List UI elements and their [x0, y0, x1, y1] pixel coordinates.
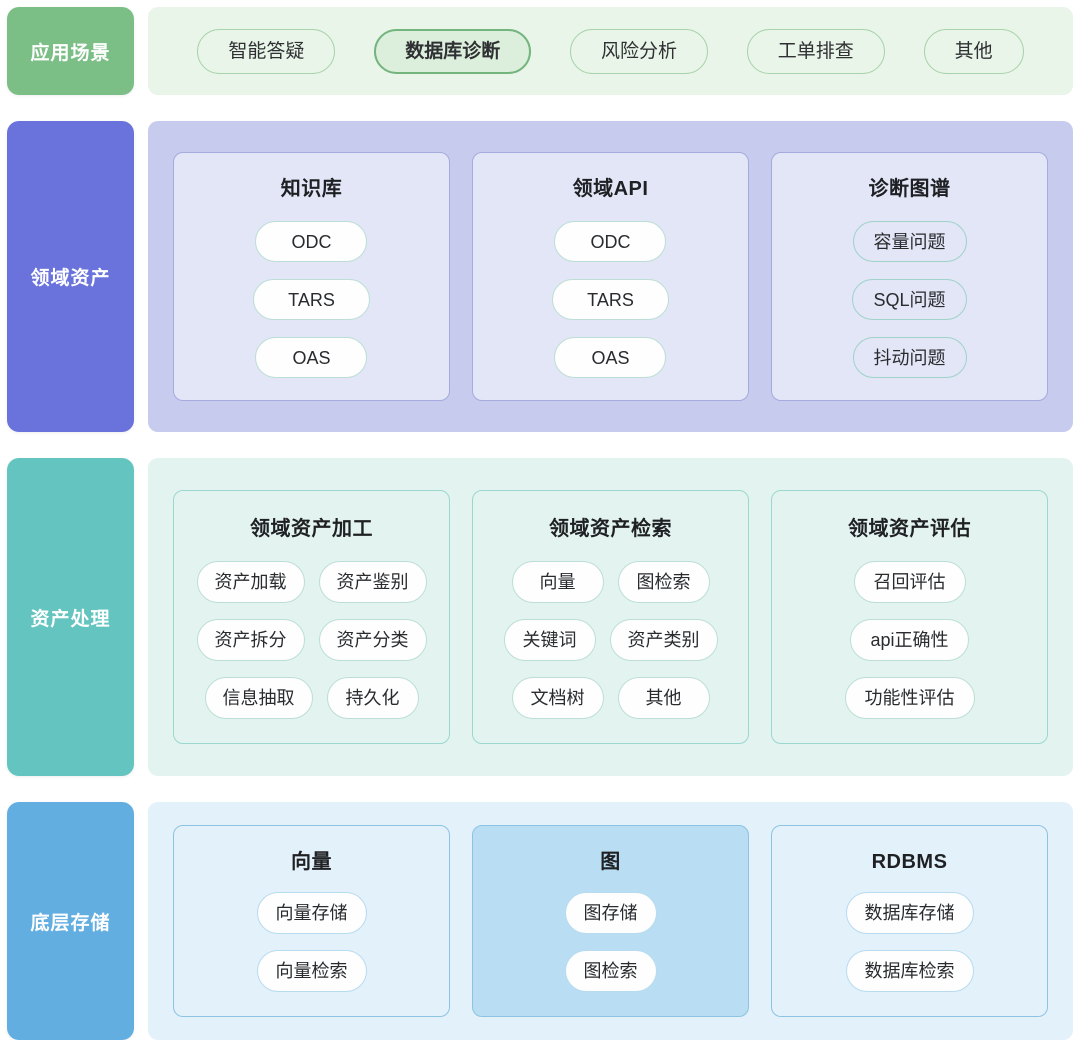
card-title-graph: 图 [600, 851, 621, 873]
pill-keyword[interactable]: 关键词 [503, 619, 596, 661]
pill-asset-load[interactable]: 资产加载 [196, 561, 305, 603]
domain-assets-card-grid: 知识库 ODC TARS OAS 领域API ODC TARS OAS [148, 152, 1073, 401]
pill-group-rdbms: 数据库存储 数据库检索 [845, 892, 974, 992]
card-title-domain-api: 领域API [572, 178, 649, 200]
pill-other[interactable]: 其他 [617, 677, 710, 719]
pill-vector[interactable]: 向量 [511, 561, 604, 603]
scenario-pill-other[interactable]: 其他 [923, 28, 1024, 74]
asset-processing-band: 领域资产加工 资产加载 资产鉴别 资产拆分 资产分类 信息抽取 持久化 领域资产… [148, 458, 1073, 776]
underlying-storage-card-grid: 向量 向量存储 向量检索 图 图存储 图检索 RDBMS [148, 825, 1073, 1017]
scenario-pill-database-diagnosis[interactable]: 数据库诊断 [374, 28, 532, 74]
pill-database-search[interactable]: 数据库检索 [845, 950, 974, 992]
card-knowledge-base: 知识库 ODC TARS OAS [173, 152, 450, 401]
pill-database-store[interactable]: 数据库存储 [845, 892, 974, 934]
row-application-scenarios: 应用场景 智能答疑 数据库诊断 风险分析 工单排查 其他 [7, 7, 1073, 95]
pill-asset-category[interactable]: 资产类别 [609, 619, 718, 661]
pill-graph-search[interactable]: 图检索 [564, 950, 657, 992]
pill-document-tree[interactable]: 文档树 [511, 677, 604, 719]
card-title-asset-retrieval: 领域资产检索 [549, 518, 672, 540]
pill-oas[interactable]: OAS [255, 337, 368, 378]
pill-odc[interactable]: ODC [255, 221, 368, 262]
card-title-diagnosis-graph: 诊断图谱 [868, 178, 951, 200]
card-rdbms-storage: RDBMS 数据库存储 数据库检索 [771, 825, 1048, 1017]
card-title-vector: 向量 [291, 851, 332, 873]
card-title-rdbms: RDBMS [871, 851, 948, 873]
card-title-asset-production: 领域资产加工 [250, 518, 373, 540]
row-asset-processing: 资产处理 领域资产加工 资产加载 资产鉴别 资产拆分 资产分类 信息抽取 持久化… [7, 458, 1073, 776]
pill-jitter-issue[interactable]: 抖动问题 [852, 337, 967, 378]
row-label-application-scenarios: 应用场景 [7, 7, 134, 95]
pill-tars[interactable]: TARS [552, 279, 669, 320]
scenario-pill-bar: 智能答疑 数据库诊断 风险分析 工单排查 其他 [148, 7, 1073, 95]
pill-group-asset-production: 资产加载 资产鉴别 资产拆分 资产分类 信息抽取 持久化 [193, 561, 430, 719]
pill-info-extract[interactable]: 信息抽取 [204, 677, 313, 719]
pill-sql-issue[interactable]: SQL问题 [852, 279, 967, 320]
scenario-pill-ticket-triage[interactable]: 工单排查 [746, 28, 885, 74]
pill-group-vector: 向量存储 向量检索 [256, 892, 367, 992]
asset-processing-card-grid: 领域资产加工 资产加载 资产鉴别 资产拆分 资产分类 信息抽取 持久化 领域资产… [148, 490, 1073, 744]
pill-group-asset-retrieval: 向量 图检索 关键词 资产类别 文档树 其他 [492, 561, 729, 719]
pill-asset-classify[interactable]: 资产分类 [318, 619, 427, 661]
pill-vector-search[interactable]: 向量检索 [256, 950, 367, 992]
row-label-underlying-storage: 底层存储 [7, 802, 134, 1040]
card-graph-storage: 图 图存储 图检索 [472, 825, 749, 1017]
pill-asset-identify[interactable]: 资产鉴别 [318, 561, 427, 603]
pill-recall-evaluation[interactable]: 召回评估 [853, 561, 966, 603]
pill-group-domain-api: ODC TARS OAS [552, 221, 669, 378]
row-domain-assets: 领域资产 知识库 ODC TARS OAS 领域API ODC TARS [7, 121, 1073, 432]
card-title-asset-evaluation: 领域资产评估 [848, 518, 971, 540]
domain-assets-band: 知识库 ODC TARS OAS 领域API ODC TARS OAS [148, 121, 1073, 432]
pill-group-knowledge-base: ODC TARS OAS [253, 221, 370, 378]
scenario-pill-risk-analysis[interactable]: 风险分析 [569, 28, 708, 74]
card-vector-storage: 向量 向量存储 向量检索 [173, 825, 450, 1017]
pill-api-correctness[interactable]: api正确性 [850, 619, 969, 661]
row-underlying-storage: 底层存储 向量 向量存储 向量检索 图 图存储 图检索 [7, 802, 1073, 1040]
underlying-storage-band: 向量 向量存储 向量检索 图 图存储 图检索 RDBMS [148, 802, 1073, 1040]
row-label-domain-assets: 领域资产 [7, 121, 134, 432]
row-label-asset-processing: 资产处理 [7, 458, 134, 776]
pill-group-diagnosis-graph: 容量问题 SQL问题 抖动问题 [852, 221, 967, 378]
pill-group-asset-evaluation: 召回评估 api正确性 功能性评估 [844, 561, 975, 719]
pill-oas[interactable]: OAS [554, 337, 667, 378]
pill-graph-retrieval[interactable]: 图检索 [617, 561, 710, 603]
card-domain-api: 领域API ODC TARS OAS [472, 152, 749, 401]
pill-persistence[interactable]: 持久化 [326, 677, 419, 719]
pill-functional-evaluation[interactable]: 功能性评估 [844, 677, 975, 719]
pill-asset-split[interactable]: 资产拆分 [196, 619, 305, 661]
pill-capacity-issue[interactable]: 容量问题 [852, 221, 967, 262]
pill-vector-store[interactable]: 向量存储 [256, 892, 367, 934]
pill-graph-store[interactable]: 图存储 [564, 892, 657, 934]
card-asset-retrieval: 领域资产检索 向量 图检索 关键词 资产类别 文档树 其他 [472, 490, 749, 744]
pill-group-graph: 图存储 图检索 [564, 892, 657, 992]
pill-tars[interactable]: TARS [253, 279, 370, 320]
card-asset-evaluation: 领域资产评估 召回评估 api正确性 功能性评估 [771, 490, 1048, 744]
card-diagnosis-graph: 诊断图谱 容量问题 SQL问题 抖动问题 [771, 152, 1048, 401]
card-asset-production: 领域资产加工 资产加载 资产鉴别 资产拆分 资产分类 信息抽取 持久化 [173, 490, 450, 744]
card-title-knowledge-base: 知识库 [280, 178, 343, 200]
scenario-pill-intelligent-qa[interactable]: 智能答疑 [197, 28, 336, 74]
pill-odc[interactable]: ODC [554, 221, 667, 262]
